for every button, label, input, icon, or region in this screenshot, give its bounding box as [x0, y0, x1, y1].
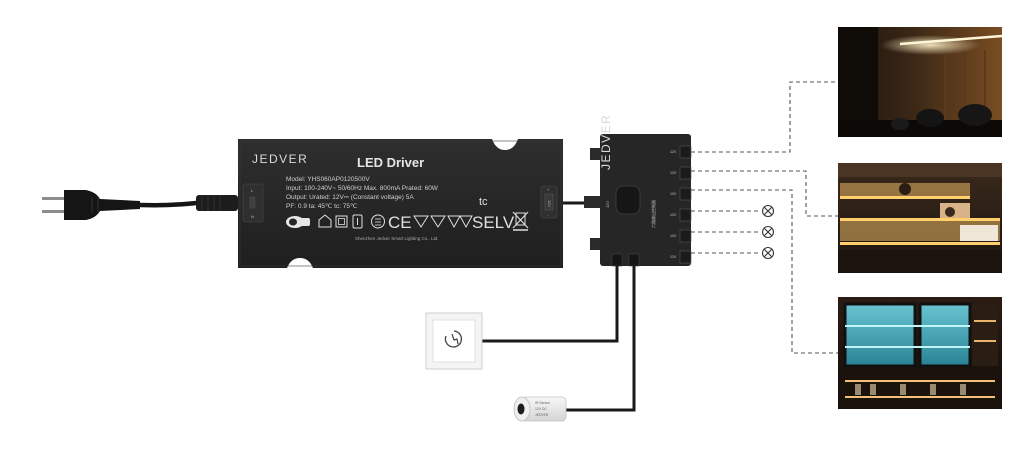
photo-dark-cabinet [838, 27, 1003, 137]
selv-mark: SELV [472, 213, 515, 232]
port-socket [679, 208, 692, 222]
hub-output-port: 12V [670, 208, 692, 222]
plug-prong-top [42, 197, 64, 200]
hub-side-text: 六路输出控制器 [650, 200, 656, 228]
hub-button [615, 185, 641, 215]
port-socket [679, 187, 692, 201]
port-label: 12V [670, 255, 677, 259]
mm-mark-icon-right [459, 215, 473, 229]
touch-icon [444, 330, 463, 348]
terminal-minus-label: - [547, 212, 549, 217]
certification-icons: CE [286, 213, 473, 232]
driver-model: Model: YHS060AP0120500V [286, 176, 370, 183]
port-socket [679, 250, 692, 264]
driver-brand: JEDVER [252, 152, 308, 166]
port-socket [679, 145, 692, 159]
ce-mark: CE [388, 213, 412, 232]
wire-to-middle-photo [691, 170, 838, 217]
sensor-label-line3: JEDVER [535, 413, 549, 417]
sensor-label-line1: IR Sensor [535, 401, 551, 405]
lamp-symbols [761, 204, 775, 260]
wire-to-top-photo [691, 81, 838, 153]
gs-mark-icon [286, 216, 310, 228]
output-terminal: + 12V - [540, 185, 558, 219]
cord-strain-relief [196, 195, 238, 211]
driver-input-spec: Input: 100-240V~ 50/60Hz Max. 800mA Prat… [286, 185, 439, 192]
lamp-icon [761, 204, 775, 218]
driver-bevel [239, 140, 562, 267]
wall-touch-switch [425, 312, 483, 370]
indoor-use-icon [318, 214, 332, 228]
teapot-shape [958, 104, 992, 126]
photo-glass-cabinet [838, 297, 1002, 409]
terminal-l-label: L [251, 188, 254, 193]
power-plug [42, 190, 140, 220]
distribution-hub: JEDVER 12V 六路输出控制器 12V 12V 12V 12V 12V 12V [584, 114, 692, 267]
hub-body [600, 134, 691, 266]
mm-mark-icon-left [447, 215, 461, 229]
led-driver: L N JEDVER LED Driver Model: YHS060AP012… [238, 139, 563, 268]
temperature-triangle-icon [430, 215, 446, 228]
hub-output-port: 12V [670, 166, 692, 180]
plug-prong-bottom [42, 210, 64, 213]
hub-output-port: 12V [670, 187, 692, 201]
lamp-icon [761, 246, 775, 260]
hub-voltage-label: 12V [605, 201, 610, 208]
plug-body [64, 190, 140, 220]
safety-transformer-icon [352, 214, 363, 229]
hub-output-port: 12V [670, 250, 692, 264]
hub-output-ports: 12V 12V 12V 12V 12V 12V [670, 145, 692, 264]
tc-mark: tc [479, 196, 488, 208]
f-mark-triangle-icon [413, 215, 429, 228]
driver-title: LED Driver [357, 155, 424, 170]
terminal-plus-label: + [547, 187, 550, 192]
input-terminal: L N [242, 183, 264, 223]
switch-cable [482, 264, 619, 343]
driver-body [238, 139, 563, 268]
class-iii-icon [371, 214, 385, 229]
driver-output-spec: Output: Urated: 12V⎓ (Constant voltage) … [286, 194, 414, 201]
terminal-n-label: N [251, 214, 254, 219]
hub-connector-stub [590, 238, 600, 250]
port-socket [679, 229, 692, 243]
port-label: 12V [670, 213, 677, 217]
dashed-wiring [691, 81, 838, 354]
sensor-label-line2: 12V DC [535, 407, 547, 411]
port-label: 12V [670, 234, 677, 238]
hub-output-port: 12V [670, 229, 692, 243]
hub-connector-stub [584, 196, 600, 208]
photo-kitchen-shelves [838, 163, 1002, 273]
weee-bin-icon [512, 211, 529, 231]
double-insulation-icon [335, 215, 348, 228]
teapot-shape [916, 109, 944, 127]
port-label: 12V [670, 150, 677, 154]
port-label: 12V [670, 192, 677, 196]
ir-sensor: IR Sensor 12V DC JEDVER [513, 396, 567, 422]
hub-connector-stub [590, 148, 600, 160]
port-label: 12V [670, 171, 677, 175]
driver-pf-spec: PF: 0.9 ta: 45℃ tc: 75℃ [286, 203, 358, 210]
driver-manufacturer: Shenzhen Jedver Smart Lighting Co., Ltd. [355, 236, 439, 241]
sensor-lens [517, 403, 525, 415]
wire-to-bottom-photo [691, 189, 838, 354]
terminal-voltage-label: 12V [547, 200, 552, 207]
lamp-icon [761, 225, 775, 239]
port-socket [679, 166, 692, 180]
hub-brand: JEDVER [599, 114, 613, 170]
sensor-cable [566, 264, 636, 412]
